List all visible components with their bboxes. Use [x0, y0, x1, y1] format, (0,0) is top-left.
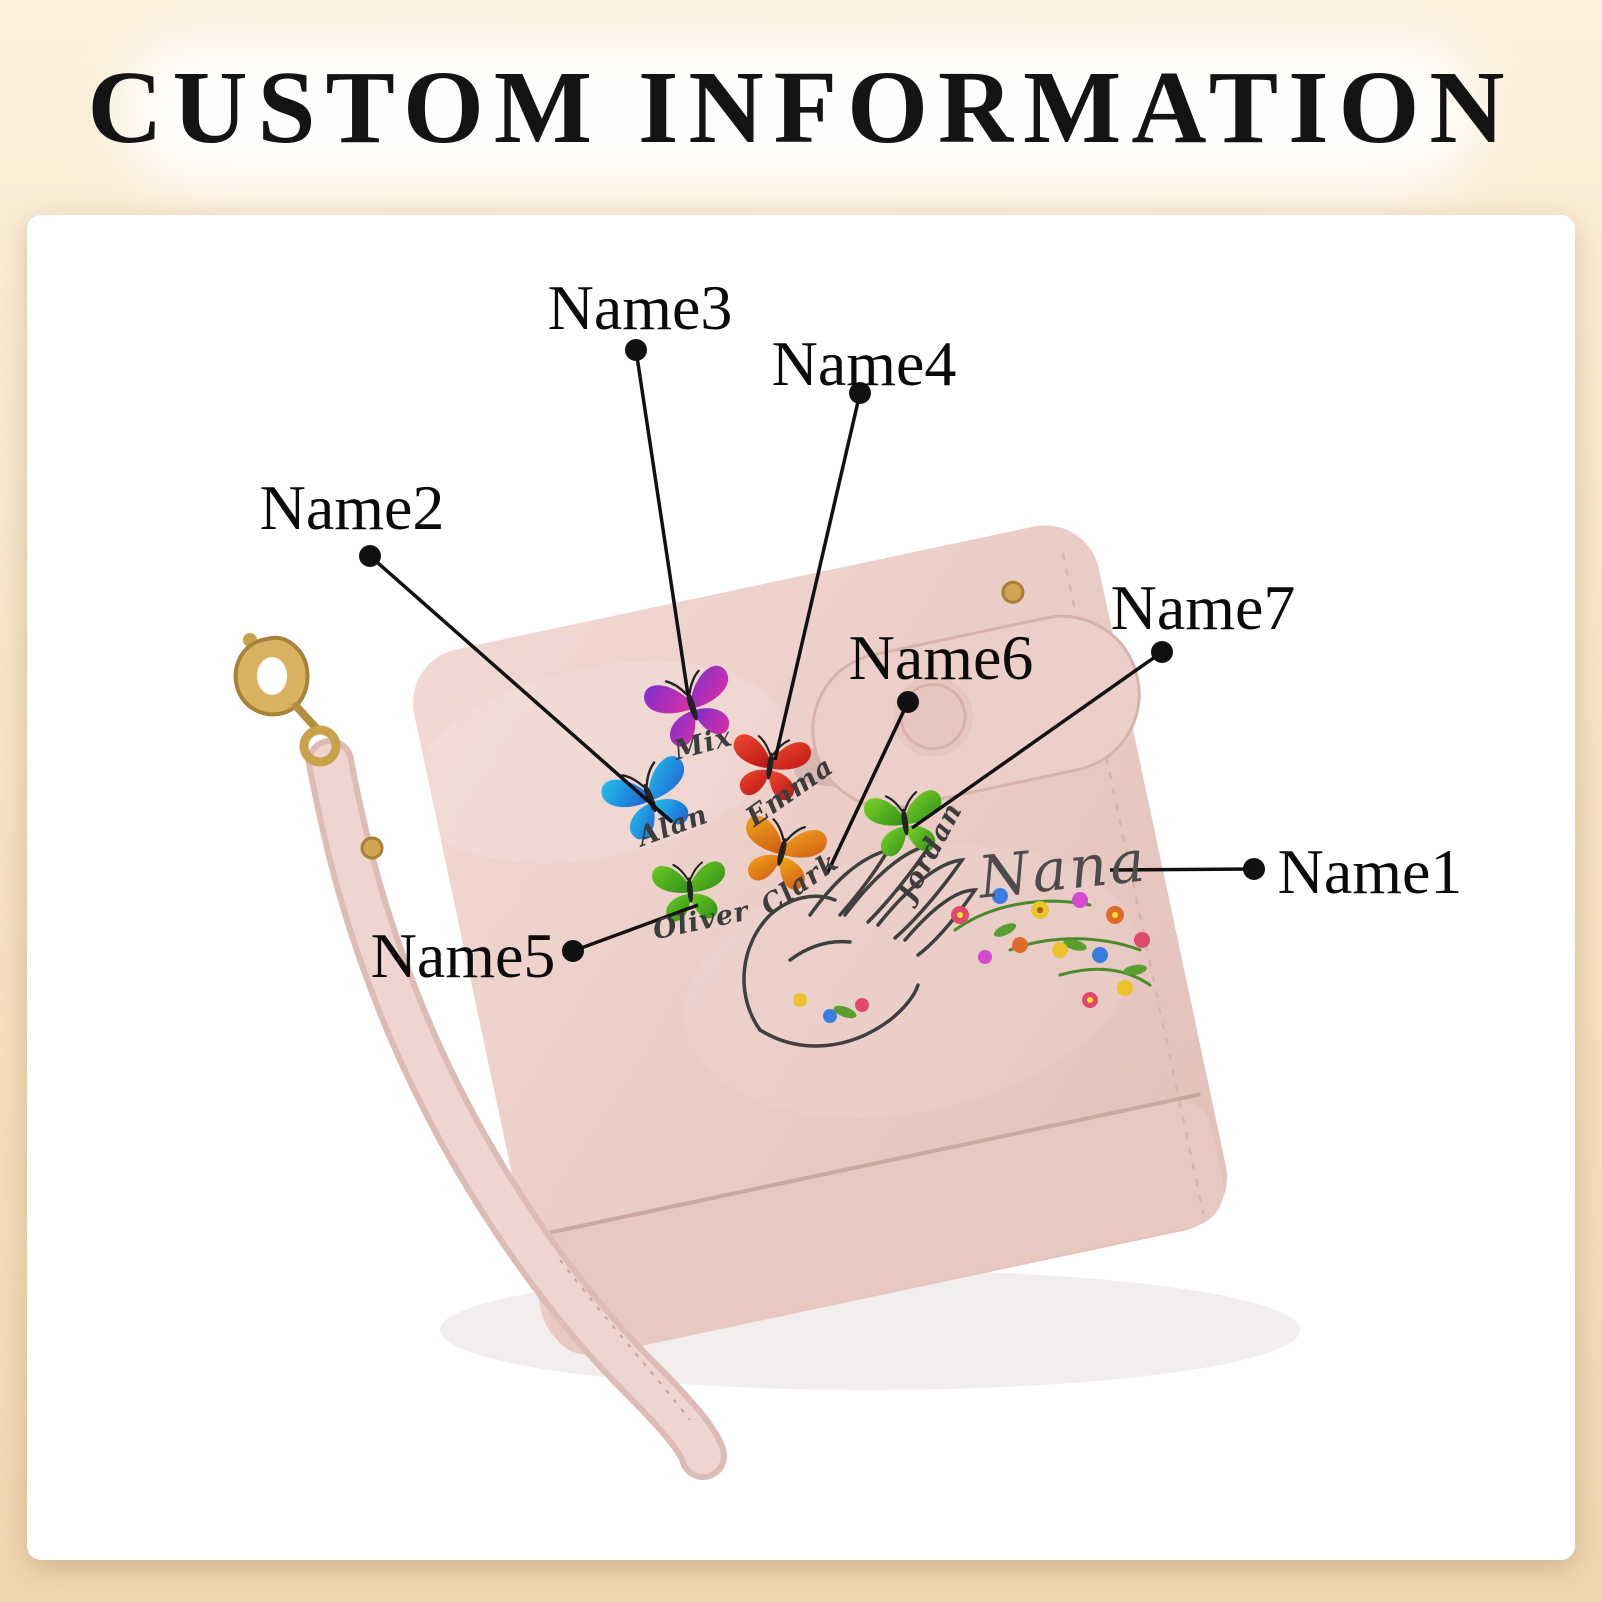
title-cloud-backdrop — [120, 38, 1480, 188]
callout-line-name5 — [562, 903, 699, 962]
callout-label-name2: Name2 — [259, 472, 445, 543]
callout-line-name3 — [625, 339, 690, 696]
callout-line-name4 — [773, 382, 871, 761]
wallet-flap — [811, 614, 1141, 810]
wallet-fold-seam — [534, 1092, 1201, 1238]
callout-line-name1 — [1109, 858, 1265, 880]
callout-line-name7 — [910, 641, 1173, 830]
callout-line-name6 — [825, 691, 919, 875]
callout-lines — [359, 339, 1265, 962]
clasp-icon — [233, 633, 341, 767]
flowers-illustration — [793, 888, 1152, 1023]
callout-label-name4: Name4 — [771, 328, 957, 399]
wrist-strap — [306, 738, 727, 1480]
callout-label-name3: Name3 — [547, 272, 733, 343]
callout-label-name1: Name1 — [1277, 836, 1463, 907]
callout-label-name5: Name5 — [370, 920, 556, 991]
callout-label-name6: Name6 — [848, 622, 1034, 693]
page-title: CUSTOM INFORMATION — [87, 50, 1515, 165]
callout-label-name7: Name7 — [1110, 572, 1296, 643]
callout-line-name2 — [359, 545, 674, 824]
flap-snap-button-ring — [899, 683, 967, 751]
leather-sheen — [684, 846, 1138, 1118]
wallet — [411, 525, 1227, 1355]
wallet-bottom-fold — [537, 1098, 1224, 1355]
gold-stud-icon — [1001, 580, 1025, 604]
strap-rivet-icon — [360, 836, 384, 860]
